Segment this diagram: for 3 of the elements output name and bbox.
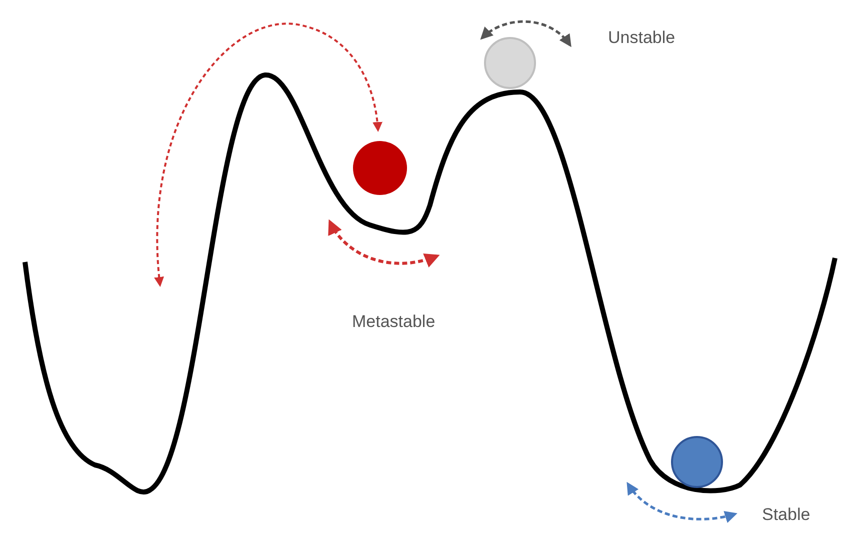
state-label: Stable [762,505,810,525]
state-label: Metastable [352,312,436,332]
state-label: Unstable [608,28,676,48]
